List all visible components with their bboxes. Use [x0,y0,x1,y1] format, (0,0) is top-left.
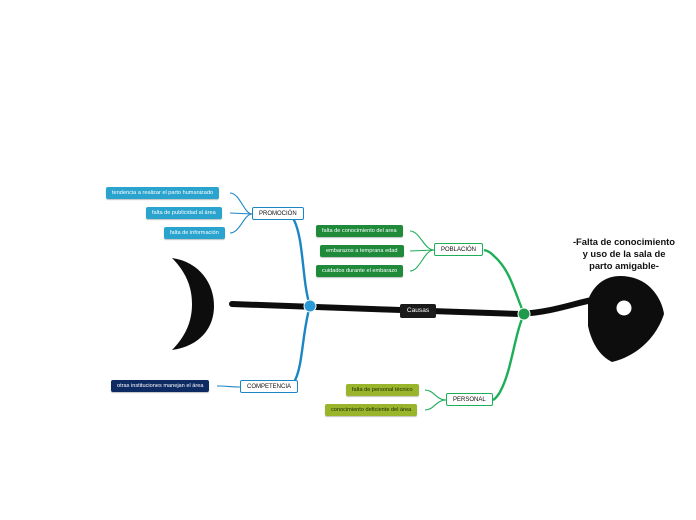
poblacion-junction-node[interactable] [517,307,531,321]
fish-tail-shape [172,258,214,350]
promocion-branch [287,212,312,307]
cause-poblacion-1[interactable]: falta de conocimiento del area [316,225,403,237]
cause-competencia-1[interactable]: otras instituciones manejan el área [111,380,210,392]
category-personal[interactable]: PERSONAL [446,393,493,406]
fish-head-shape [588,276,664,362]
promocion-leaf-connector [229,212,253,215]
poblacion-branch [483,248,526,315]
promocion-junction-node[interactable] [303,299,317,313]
promocion-leaf-connector [229,213,253,234]
cause-poblacion-3[interactable]: cuidados durante el embarazo [316,265,404,277]
promocion-leaf-connector [229,192,253,215]
category-poblacion[interactable]: POBLACIÓN [434,243,484,256]
problem-line-1: -Falta de conocimiento [572,236,676,247]
cause-personal-2[interactable]: conocimiento deficiente del área [325,404,418,416]
problem-line-2: y uso de la sala de [582,248,666,259]
spine-label-causas[interactable]: Causas [400,304,436,318]
personal-leaf-connector [424,389,447,401]
problem-line-3: parto amigable- [589,260,659,271]
personal-leaf-connector [424,399,447,411]
poblacion-leaf-connector [409,249,435,252]
competencia-branch [287,305,312,389]
category-competencia[interactable]: COMPETENCIA [240,380,299,393]
cause-promocion-2[interactable]: falta de publicidad al área [146,207,222,219]
cause-personal-1[interactable]: falta de personal técnico [346,384,419,396]
cause-promocion-1[interactable]: tendencia a realizar el parto humanizado [106,187,220,199]
fish-spine [229,297,595,318]
competencia-leaf-connector [216,385,241,388]
poblacion-leaf-connector [409,230,435,251]
personal-branch [492,313,526,402]
cause-promocion-3[interactable]: falta de información [164,227,225,239]
category-promocion[interactable]: PROMOCIÓN [252,207,304,220]
poblacion-leaf-connector [409,249,435,272]
problem-statement[interactable]: -Falta de conocimiento y uso de la sala … [572,236,676,272]
cause-poblacion-2[interactable]: embarazos a temprana edad [320,245,404,257]
fish-eye-icon [616,300,632,316]
